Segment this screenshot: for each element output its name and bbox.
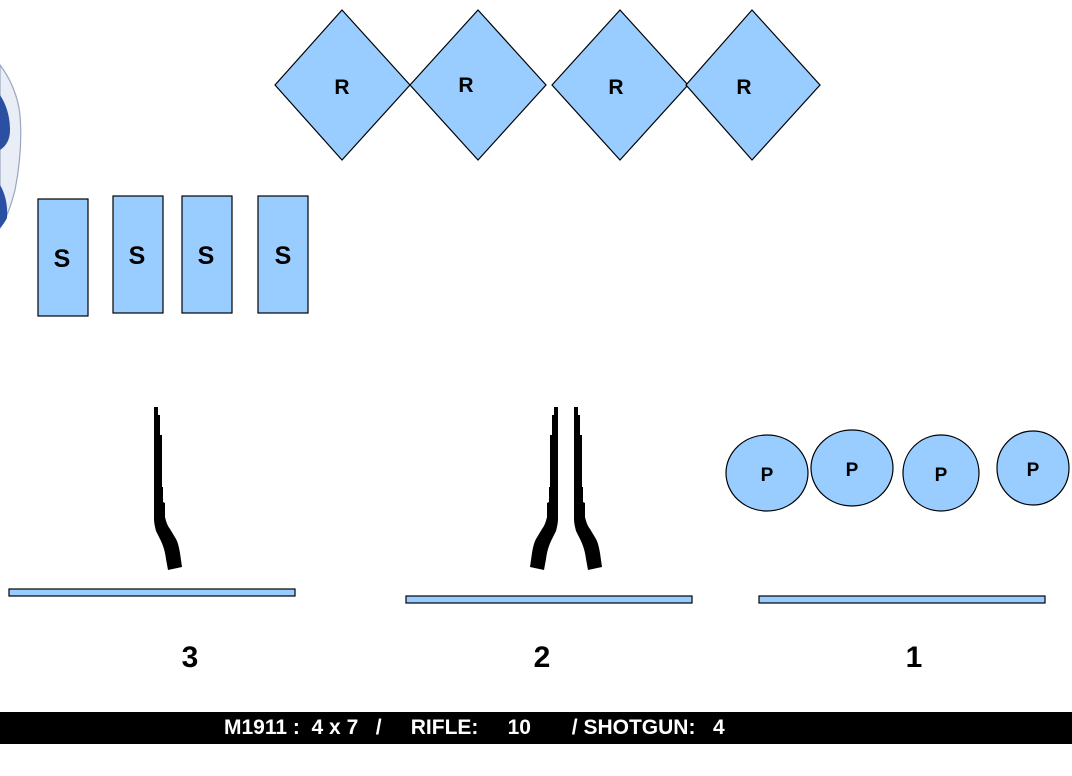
rifle-target: R [409,9,547,161]
shotgun-target-label: S [198,242,215,270]
round-count-bar: M1911 : 4 x 7 / RIFLE: 10 / SHOTGUN: 4 [0,712,1072,744]
shotgun-target-label: S [275,242,292,270]
station-number: 2 [534,641,551,674]
station-number: 3 [182,641,199,674]
stage-diagram: R R R R S S S S [0,9,1070,674]
rifle-targets: R R R R [274,9,821,161]
shotgun-target: S [112,195,164,314]
rifle-target-label: R [334,76,349,99]
station-number: 1 [906,641,923,674]
round-count-text: M1911 : 4 x 7 / RIFLE: 10 / SHOTGUN: 4 [224,716,725,739]
shotgun-target-label: S [129,242,146,270]
shotgun-icon [574,407,602,570]
shotgun-target-label: S [54,245,71,273]
station-table-3 [8,588,296,597]
pistol-target: P [725,434,809,512]
shotgun-icon [530,407,558,570]
pistol-target-label: P [1027,460,1040,481]
pistol-targets: P P P P [725,429,1070,512]
station-table-2 [405,595,693,604]
rifle-target-label: R [736,76,751,99]
shotgun-icon [154,407,182,570]
pistol-target-label: P [846,460,859,481]
shotgun-target: S [37,198,89,317]
shotgun-target: S [257,195,309,314]
pistol-target: P [810,429,894,507]
rifle-target-label: R [608,76,623,99]
shotgun-target: S [181,195,233,314]
pistol-target-label: P [935,465,948,486]
pistol-target: P [996,430,1070,506]
rifle-target-label: R [458,74,473,97]
rifle-target: R [274,9,411,161]
award-seal-icon [0,64,22,230]
rifle-target: R [551,9,689,161]
rifle-target: R [685,9,821,161]
station-table-1 [758,595,1046,604]
pistol-target: P [902,434,980,512]
shotgun-targets: S S S S [37,195,309,317]
pistol-target-label: P [761,465,774,486]
